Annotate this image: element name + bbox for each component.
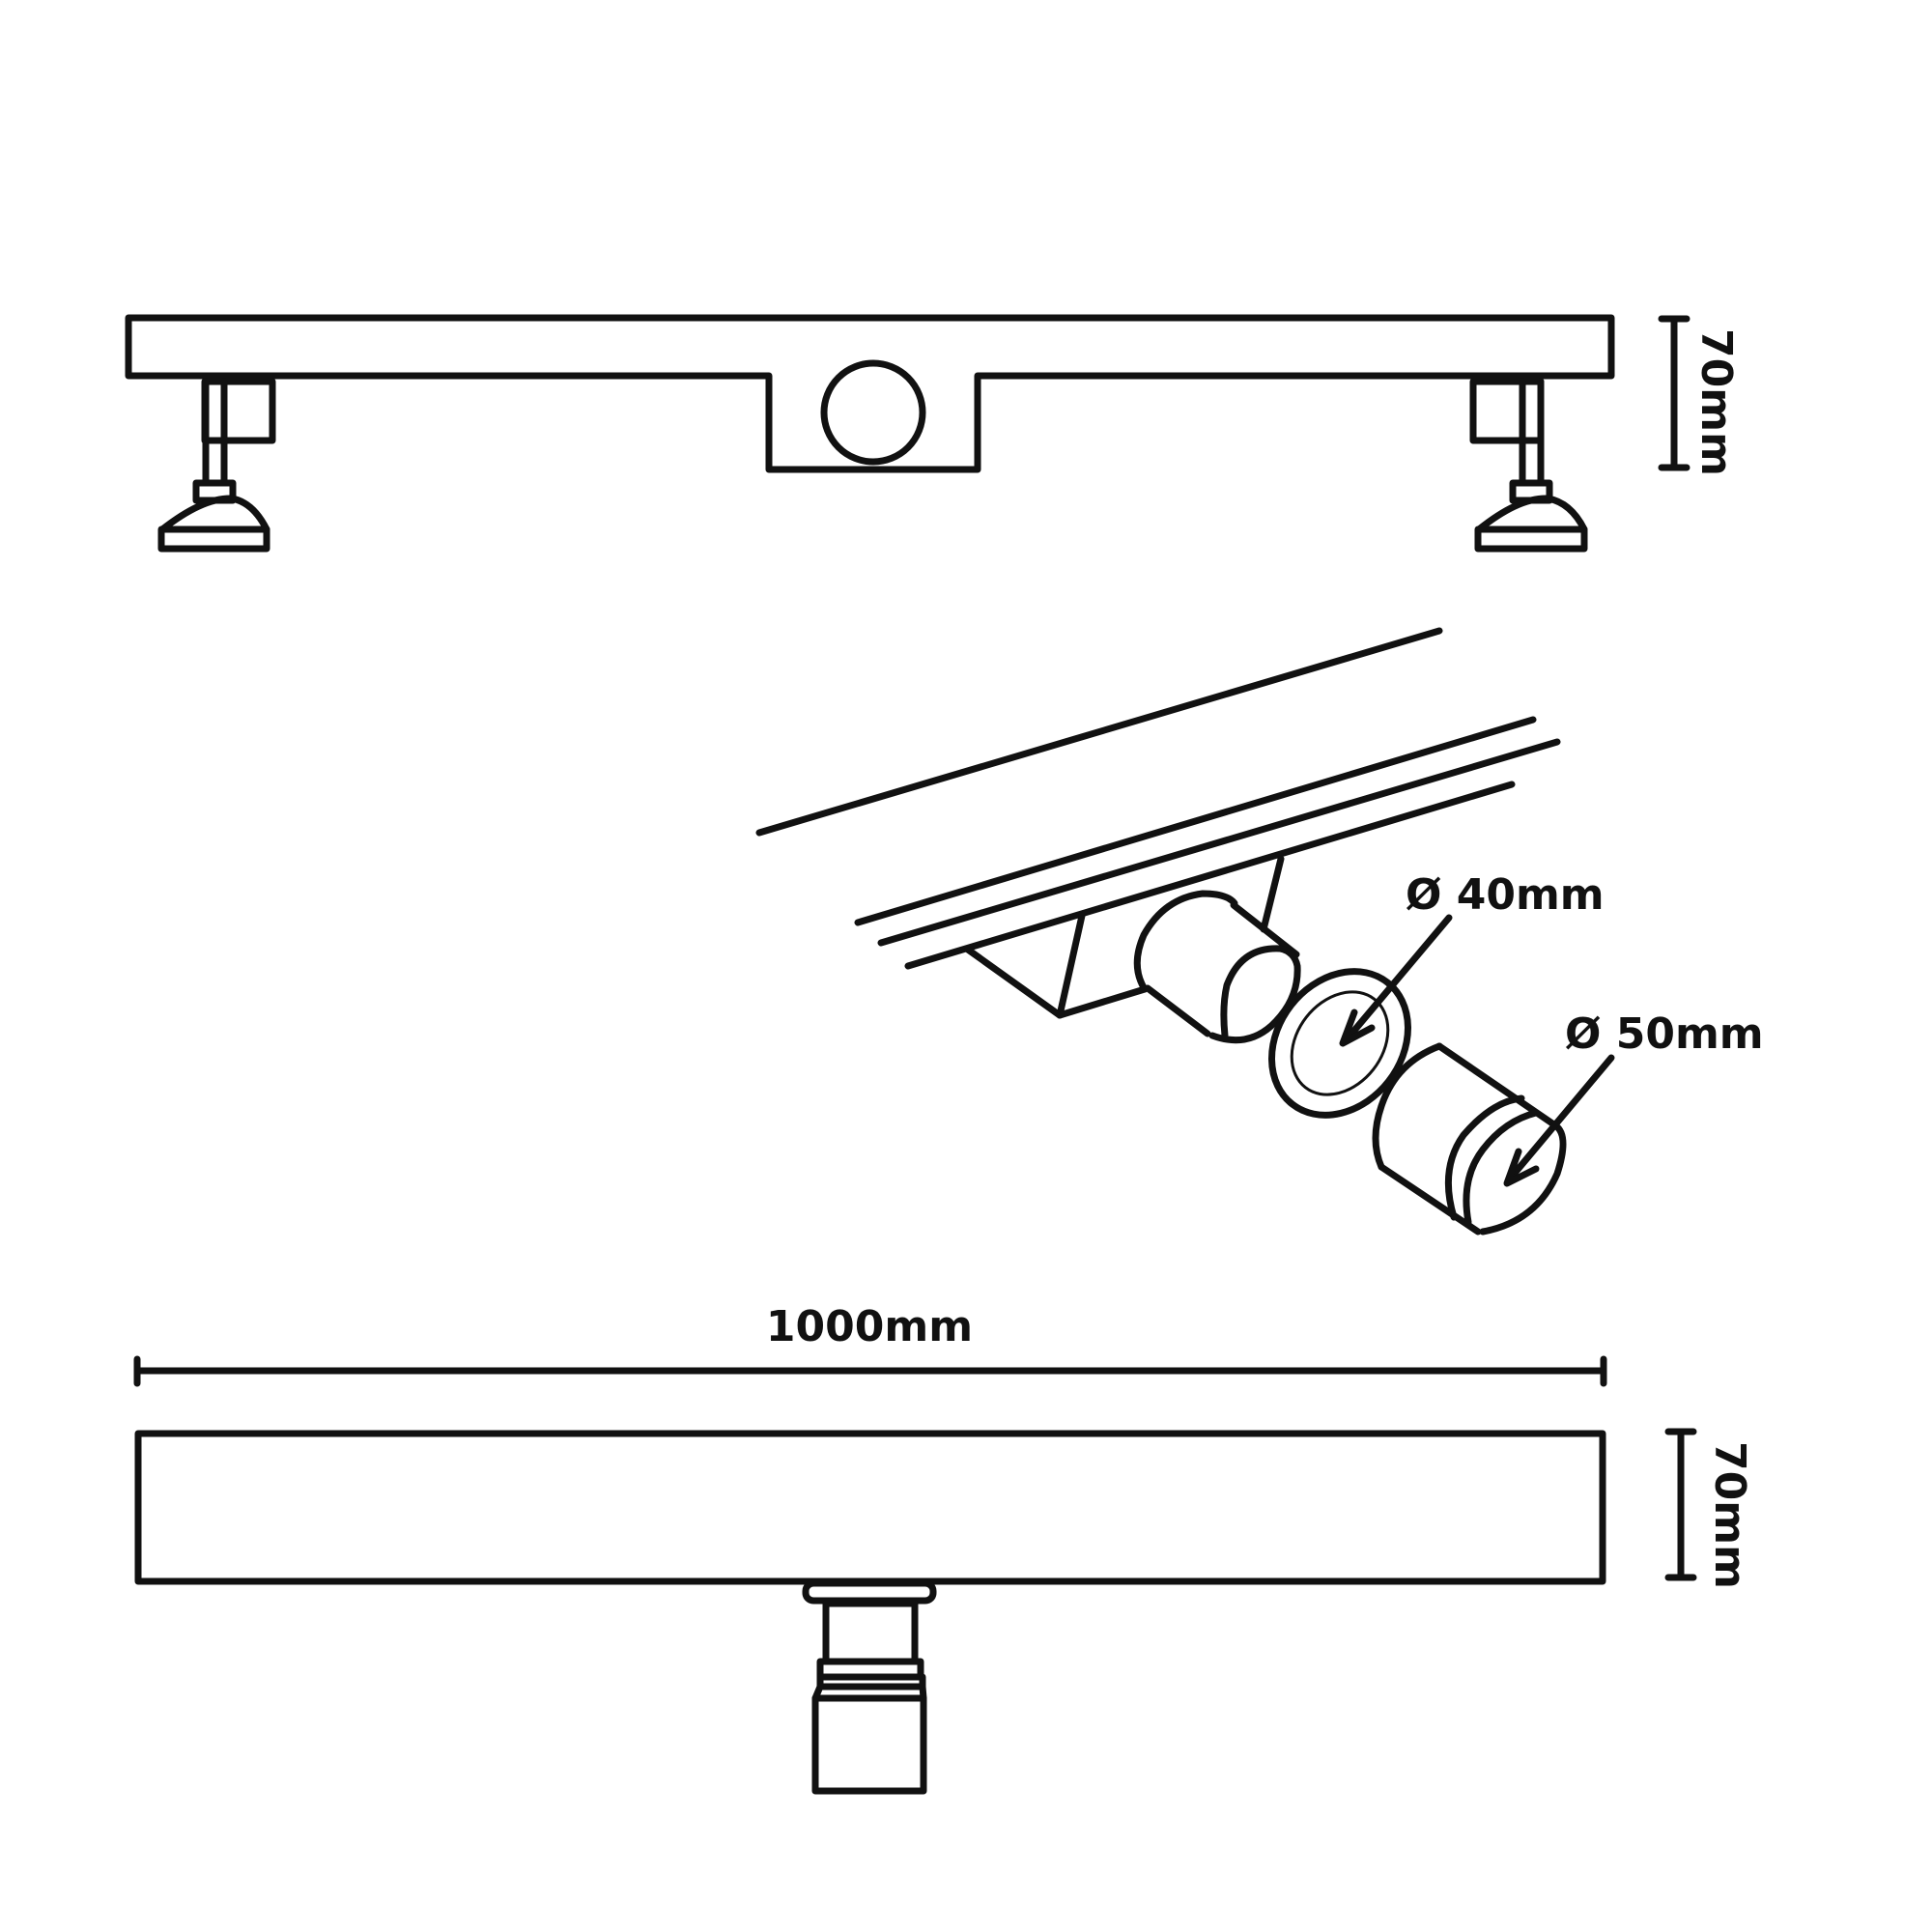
channel-edge-line — [854, 716, 1537, 926]
trap-outlet — [802, 1579, 937, 1795]
side-elevation-view: 70mm — [125, 314, 1741, 553]
top-height-dimension — [1658, 315, 1690, 471]
right-adjustable-foot — [1469, 378, 1588, 553]
isometric-cutaway-view: Ø 40mm Ø 50mm — [755, 627, 1764, 1236]
left-adjustable-foot — [157, 378, 276, 553]
width-label: 1000mm — [766, 1302, 973, 1351]
width-dimension — [133, 1355, 1607, 1387]
bottom-height-dimension — [1664, 1428, 1697, 1581]
diameter-50-leader — [1503, 1054, 1615, 1187]
diameter-40-leader — [1339, 914, 1453, 1047]
front-elevation-view: 1000mm 70mm — [133, 1302, 1754, 1795]
channel-edge-line — [904, 781, 1516, 970]
diameter-40-label: Ø 40mm — [1406, 870, 1605, 920]
channel-edge-line — [755, 627, 1443, 837]
top-height-label: 70mm — [1691, 328, 1741, 476]
sealing-ring — [1268, 968, 1411, 1119]
outlet-circle — [820, 359, 926, 466]
channel-front-outline — [134, 1430, 1606, 1585]
bottom-height-label: 70mm — [1705, 1441, 1754, 1589]
channel-body-outline — [125, 314, 1615, 473]
outlet-pipe-40 — [1133, 890, 1301, 1044]
channel-edge-line — [877, 738, 1561, 947]
outlet-pipe-50 — [1372, 1042, 1567, 1236]
diameter-50-label: Ø 50mm — [1565, 1009, 1764, 1059]
